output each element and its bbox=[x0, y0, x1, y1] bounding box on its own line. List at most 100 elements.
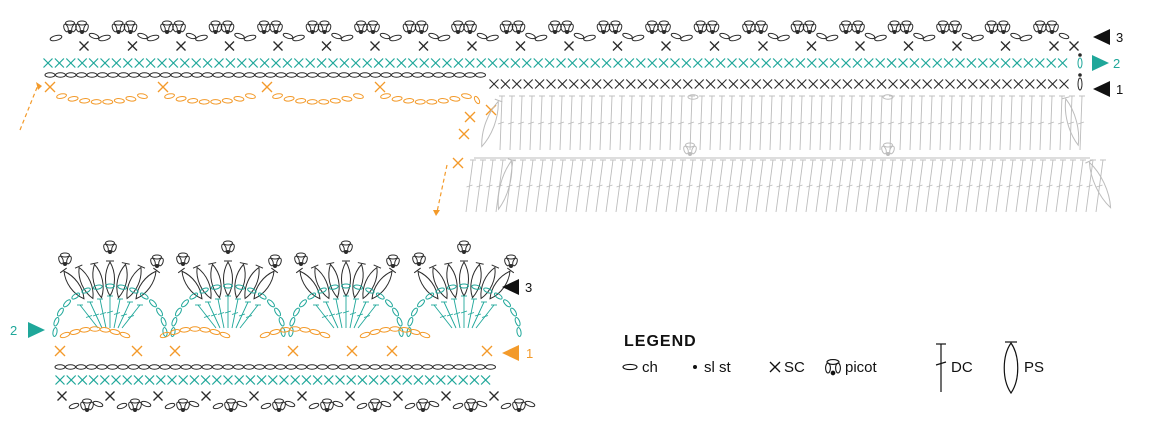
ch-stitch bbox=[113, 98, 125, 104]
dc-stitch bbox=[915, 159, 926, 213]
dc-stitch bbox=[537, 95, 545, 151]
ch-stitch bbox=[486, 34, 499, 42]
sc-stitch bbox=[134, 58, 145, 68]
sc-stitch bbox=[225, 58, 236, 68]
ch-stitch bbox=[503, 299, 511, 308]
ch-stitch bbox=[71, 292, 81, 300]
ch-stitch bbox=[426, 99, 438, 105]
ch-stitch bbox=[164, 93, 175, 99]
picot-stitch bbox=[984, 20, 999, 34]
ch-stitch bbox=[210, 284, 221, 290]
ch-stitch bbox=[98, 34, 111, 42]
sc-stitch bbox=[567, 58, 578, 68]
dc-stitch bbox=[323, 301, 339, 329]
sc-stitch bbox=[419, 58, 430, 68]
ch-stitch bbox=[267, 299, 275, 308]
sc-stitch bbox=[402, 375, 413, 385]
dc-stitch bbox=[467, 298, 477, 329]
ch-stitch bbox=[274, 307, 282, 317]
ch-stitch bbox=[86, 364, 97, 370]
ch-stitch bbox=[201, 364, 213, 370]
picot-stitch bbox=[548, 20, 562, 34]
ch-stitch bbox=[254, 72, 266, 78]
sc-stitch bbox=[952, 41, 962, 51]
picot-stitch bbox=[221, 240, 235, 254]
sc-stitch bbox=[670, 58, 680, 68]
sc-stitch bbox=[362, 58, 373, 68]
ch-stitch bbox=[299, 327, 311, 333]
dc-stitch bbox=[677, 95, 685, 151]
ch-stitch bbox=[389, 34, 402, 42]
dc-stitch bbox=[785, 159, 796, 213]
ch-stitch bbox=[461, 93, 472, 99]
dc-stitch bbox=[787, 95, 795, 151]
dc-stitch bbox=[737, 95, 745, 151]
sc-stitch bbox=[1036, 79, 1047, 89]
sc-stitch bbox=[795, 58, 806, 68]
legend-label-picot: picot bbox=[845, 359, 878, 376]
sc-stitch bbox=[876, 79, 887, 89]
ch-stitch bbox=[59, 331, 71, 339]
ch-stitch bbox=[401, 72, 413, 78]
ch-stitch bbox=[428, 32, 439, 40]
ch-stitch bbox=[92, 400, 104, 408]
ch-stitch bbox=[75, 364, 87, 370]
ch-stitch bbox=[670, 32, 682, 40]
dc-stitch bbox=[735, 159, 746, 213]
dc-stitch bbox=[617, 95, 625, 151]
ch-stitch bbox=[189, 326, 201, 332]
ch-stitch bbox=[341, 283, 351, 289]
ch-stitch bbox=[54, 364, 66, 370]
sc-stitch bbox=[738, 58, 749, 68]
sc-stitch bbox=[464, 111, 476, 123]
picot-stitch bbox=[463, 20, 477, 34]
sc-stitch bbox=[111, 375, 121, 385]
dc-stitch bbox=[717, 95, 725, 151]
arrowhead bbox=[433, 210, 440, 216]
ch-stitch bbox=[913, 32, 924, 40]
ch-stitch bbox=[307, 292, 317, 300]
picot-stitch bbox=[368, 398, 382, 412]
sc-stitch bbox=[267, 375, 278, 385]
sc-stitch bbox=[452, 157, 464, 169]
sc-stitch bbox=[533, 58, 544, 68]
ch-stitch bbox=[56, 93, 67, 99]
sc-stitch bbox=[167, 375, 177, 385]
sc-stitch bbox=[705, 79, 716, 89]
dc-stitch bbox=[1057, 95, 1065, 151]
dc-stitch bbox=[535, 159, 546, 213]
dc-stitch bbox=[1077, 95, 1085, 151]
ch-stitch bbox=[179, 327, 191, 333]
dc-stitch bbox=[597, 95, 605, 151]
sc-stitch bbox=[1049, 41, 1059, 51]
dc-stitch bbox=[545, 159, 556, 213]
ch-stitch bbox=[212, 364, 223, 370]
sc-stitch bbox=[287, 345, 299, 357]
ch-stitch bbox=[129, 287, 139, 294]
sc-stitch bbox=[323, 375, 334, 385]
orange-dashed-arrow bbox=[19, 84, 39, 131]
picot-stitch bbox=[451, 20, 465, 34]
sc-stitch bbox=[979, 79, 990, 89]
dc-stitch bbox=[655, 159, 666, 213]
sc-stitch bbox=[863, 58, 874, 68]
ch-stitch bbox=[349, 72, 360, 78]
ch-stitch bbox=[243, 364, 255, 370]
sc-stitch bbox=[441, 391, 451, 401]
dc-stitch bbox=[797, 95, 805, 151]
orange-dashed-arrow bbox=[436, 164, 448, 213]
ch-stitch bbox=[202, 72, 213, 78]
dc-stitch bbox=[987, 95, 995, 151]
ch-stitch bbox=[307, 72, 318, 78]
ch-stitch bbox=[65, 72, 77, 78]
sc-stitch bbox=[1024, 79, 1035, 89]
dc-stitch bbox=[885, 159, 896, 213]
dc-stitch bbox=[527, 95, 535, 151]
ch-stitch bbox=[199, 327, 211, 333]
dc-stitch bbox=[224, 295, 232, 328]
sc-stitch bbox=[374, 81, 386, 93]
ch-stitch bbox=[443, 72, 455, 78]
picot-stitch bbox=[75, 20, 89, 34]
dc-stitch bbox=[497, 95, 505, 151]
sc-stitch bbox=[829, 58, 840, 68]
